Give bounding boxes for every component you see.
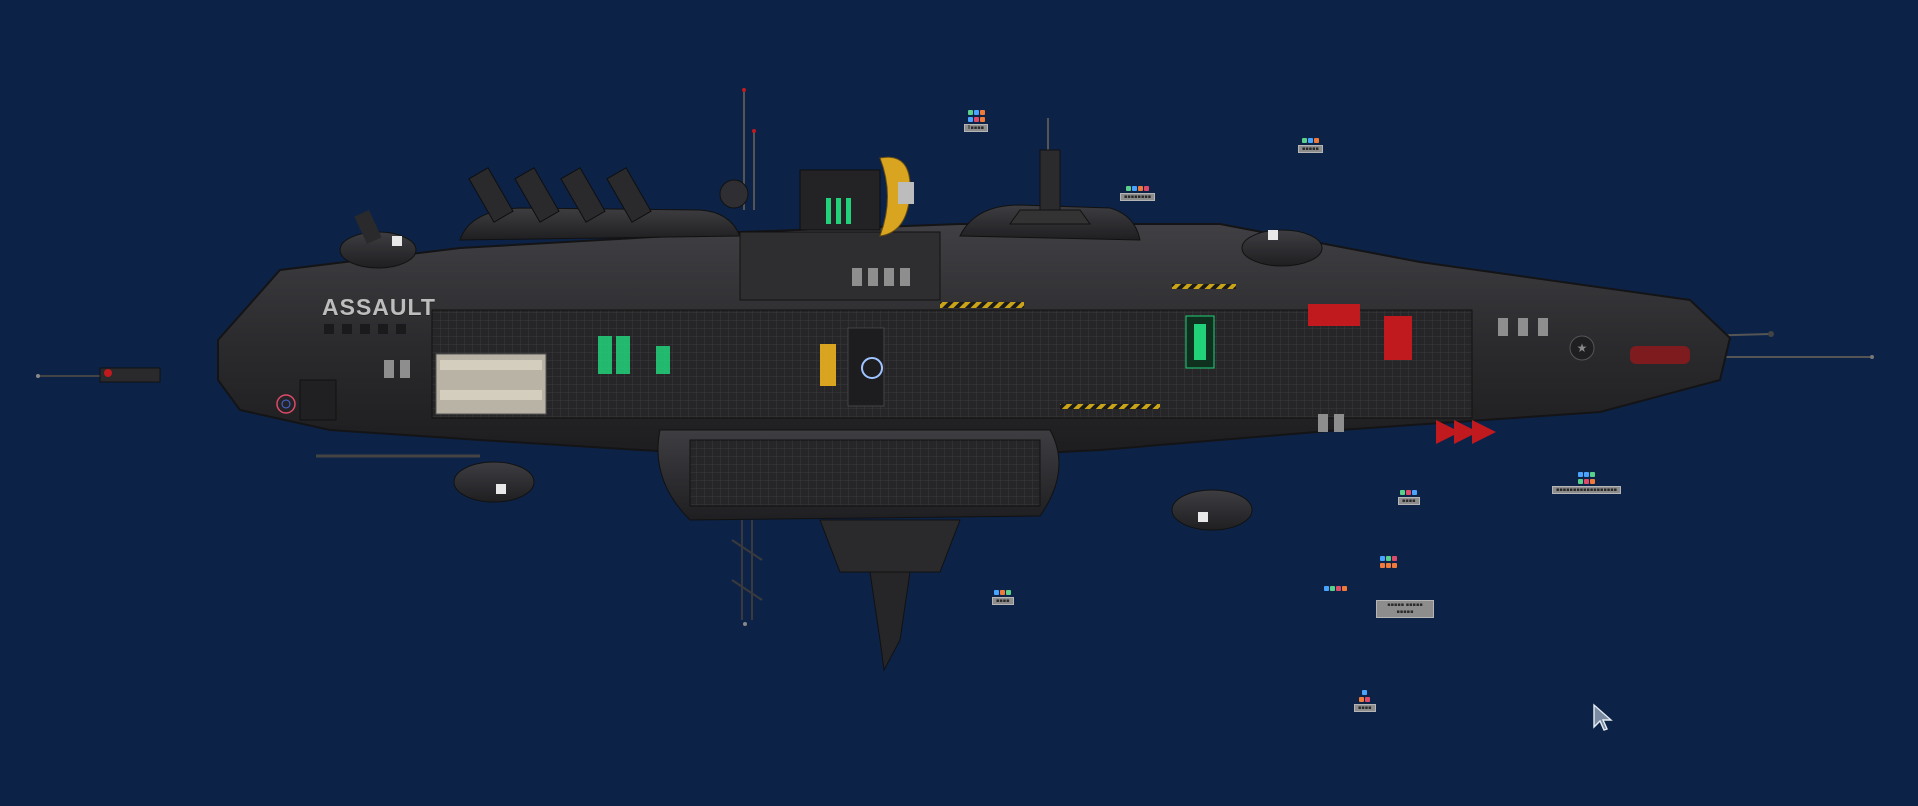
node-icons <box>967 110 985 115</box>
node-n3[interactable]: ▪▪▪▪▪▪▪▪ <box>1120 186 1156 201</box>
node-n6[interactable]: ▪▪▪▪▪▪▪▪▪▪▪▪▪▪▪▪▪▪ <box>1552 472 1621 494</box>
svg-text:★: ★ <box>1577 341 1588 355</box>
node-icons <box>994 590 1012 595</box>
node-icons <box>1362 690 1368 695</box>
turret-bottom-right[interactable] <box>1171 489 1253 531</box>
turret-bottom-left[interactable] <box>453 461 535 503</box>
node-n8-tag[interactable]: ▪▪▪▪▪ ▪▪▪▪▪ ▪▪▪▪▪ <box>1376 600 1434 618</box>
node-tag: ▪▪▪▪▪ ▪▪▪▪▪ ▪▪▪▪▪ <box>1376 600 1434 618</box>
node-icons <box>1578 472 1595 477</box>
weapons-room[interactable] <box>1185 304 1412 369</box>
node-n7[interactable] <box>1380 556 1397 568</box>
node-n2[interactable]: ▪▪▪▪▪ <box>1298 138 1323 153</box>
node-tag: ▪▪▪▪ <box>1398 497 1420 505</box>
interior-deck <box>431 309 1473 419</box>
missile-launchers[interactable] <box>468 167 652 223</box>
node-tag: ▪▪▪▪ <box>992 597 1014 605</box>
node-icons <box>1400 490 1418 495</box>
ventral-tower <box>731 520 763 626</box>
node-tag: Ⅱ▪▪▪▪ <box>964 124 989 132</box>
node-icons <box>1126 186 1150 191</box>
node-n4[interactable]: ▪▪▪▪ <box>1398 490 1420 505</box>
dorsal-superstructure <box>459 207 741 241</box>
dorsal-cannon[interactable] <box>1009 149 1091 225</box>
turret-top-left[interactable] <box>339 210 417 269</box>
node-icons <box>1380 556 1397 561</box>
turret-top-right[interactable] <box>1241 229 1323 267</box>
node-icons <box>1380 563 1397 568</box>
node-icons <box>1578 479 1595 484</box>
forward-gun[interactable] <box>36 367 161 383</box>
engine-red-lights <box>1436 346 1690 444</box>
node-tag: ▪▪▪▪ <box>1354 704 1376 712</box>
node-tag: ▪▪▪▪▪▪▪▪ <box>1120 193 1156 201</box>
node-icons <box>967 117 985 122</box>
node-tag: ▪▪▪▪▪▪▪▪▪▪▪▪▪▪▪▪▪▪ <box>1552 486 1621 494</box>
node-tag: ▪▪▪▪▪ <box>1298 145 1323 153</box>
node-n8[interactable] <box>1324 586 1347 591</box>
arrow-cursor-icon <box>1593 703 1613 731</box>
reactor-turret[interactable] <box>799 156 914 237</box>
target-ring-icon[interactable] <box>276 394 296 414</box>
node-icons <box>1359 697 1371 702</box>
node-n1[interactable]: Ⅱ▪▪▪▪ <box>964 110 989 132</box>
cloning-bay[interactable] <box>598 336 670 374</box>
shield-room[interactable] <box>847 327 885 407</box>
node-icons <box>1324 586 1347 591</box>
node-n9[interactable]: ▪▪▪▪ <box>1354 690 1376 712</box>
node-n5[interactable]: ▪▪▪▪ <box>992 590 1014 605</box>
hull-label: ASSAULT <box>322 294 436 320</box>
medbay[interactable] <box>820 344 836 386</box>
node-icons <box>1301 138 1319 143</box>
